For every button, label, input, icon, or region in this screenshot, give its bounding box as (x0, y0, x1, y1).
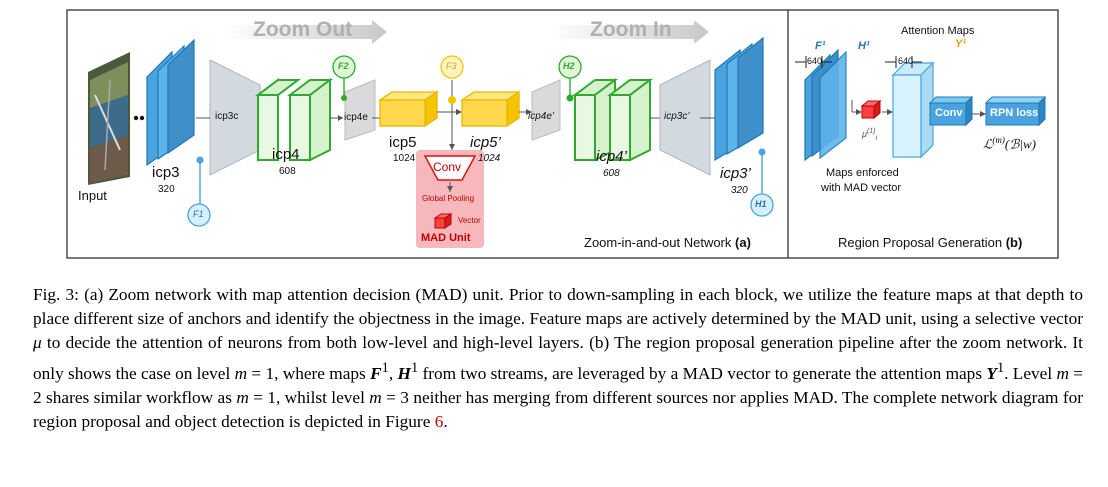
zoom-in-arrow (550, 20, 709, 44)
panel-b-width-left: 640 (807, 56, 823, 66)
icp5-dim: 1024 (393, 153, 416, 164)
badge-F3-label: F3 (446, 61, 457, 71)
icp3p-dim: 320 (731, 185, 748, 196)
icp4-dim: 608 (279, 166, 296, 177)
mad-unit-label: MAD Unit (421, 232, 471, 244)
panel-b-H1-block (819, 50, 847, 160)
icp4e-block (344, 79, 376, 141)
zoom-in-label: Zoom In (590, 18, 672, 41)
attention-maps-label: Attention Maps (901, 25, 975, 37)
panel-b-F1-label: F¹ (815, 40, 826, 52)
icp4e-label: icp4e (344, 112, 368, 123)
width-indicator-left (795, 56, 832, 68)
mad-vector-cube-icon (860, 99, 882, 120)
badge-F3 (440, 55, 464, 79)
badge-F1-label: F1 (193, 209, 204, 219)
diagram-canvas (66, 9, 1059, 259)
vector-cube-icon (433, 213, 453, 229)
icp3-block (146, 38, 195, 167)
panel-b-H1-label: H¹ (858, 40, 870, 52)
icp3c-label: icp3c (215, 111, 239, 122)
panel-b-conv-label: Conv (935, 107, 963, 119)
icp5p-block (459, 90, 522, 128)
badge-F1 (187, 203, 211, 227)
mad-pooling-label: Global Pooling (422, 194, 475, 203)
mu-label: μ(1)i (862, 128, 878, 142)
width-indicator-right (885, 56, 922, 68)
maps-note-line2: with MAD vector (821, 182, 902, 194)
icp4p-dim: 608 (603, 168, 620, 179)
maps-note-line1: Maps enforced (826, 167, 899, 179)
conv-block (928, 95, 974, 127)
rpn-loss-label: RPN loss (990, 107, 1039, 119)
loss-label: ℒ(m)(ℬ|w) (983, 135, 1036, 152)
badge-H1 (750, 193, 774, 217)
zoom-out-label: Zoom Out (253, 18, 353, 41)
mad-vector-label: Vector (458, 216, 481, 225)
icp4-block (255, 78, 333, 162)
panel-b-title: Region Proposal Generation (b) (838, 235, 1023, 250)
figure-caption: Fig. 3: (a) Zoom network with map attent… (33, 285, 1084, 431)
icp5-block (377, 90, 440, 128)
icp4ep-label: icp4e’ (528, 111, 555, 122)
mad-conv-label: Conv (433, 160, 462, 174)
icp3-label: icp3 (152, 164, 180, 181)
caption-fig-label: Fig. 3: (33, 285, 79, 304)
panel-b-Y1-label: Y¹ (955, 38, 966, 50)
badge-H1-label: H1 (755, 199, 767, 209)
icp4p-block (572, 78, 653, 162)
panel-b-width-right: 640 (898, 56, 914, 66)
icp5p-label: icp5’ (470, 134, 501, 151)
figure-diagram: Zoom Out Zoom In Input icp3 320 icp3c ic… (66, 9, 1059, 259)
icp3p-block (714, 36, 764, 162)
icp5-label: icp5 (389, 134, 417, 151)
rpn-loss-box (984, 95, 1047, 127)
icp4-label: icp4 (272, 146, 300, 163)
attention-maps-block (891, 61, 935, 159)
icp5p-dim: 1024 (478, 153, 501, 164)
figure-6-link[interactable]: 6 (434, 411, 444, 431)
input-label: Input (78, 188, 107, 203)
icp4p-label: icp4’ (596, 148, 627, 165)
panel-a-title: Zoom-in-and-out Network (a) (584, 235, 751, 250)
icp3cp-block (659, 59, 711, 176)
badge-F2 (332, 55, 356, 79)
icp4ep-block (531, 79, 561, 141)
badge-H2-label: H2 (563, 61, 575, 71)
input-image (88, 52, 130, 185)
icp3-dim: 320 (158, 184, 175, 195)
icp3cp-label: icp3c’ (664, 111, 690, 122)
badge-H2 (558, 55, 582, 79)
mad-unit-box (416, 150, 484, 248)
badge-F2-label: F2 (338, 61, 349, 71)
zoom-out-arrow (225, 20, 387, 44)
icp3p-label: icp3’ (720, 165, 751, 182)
